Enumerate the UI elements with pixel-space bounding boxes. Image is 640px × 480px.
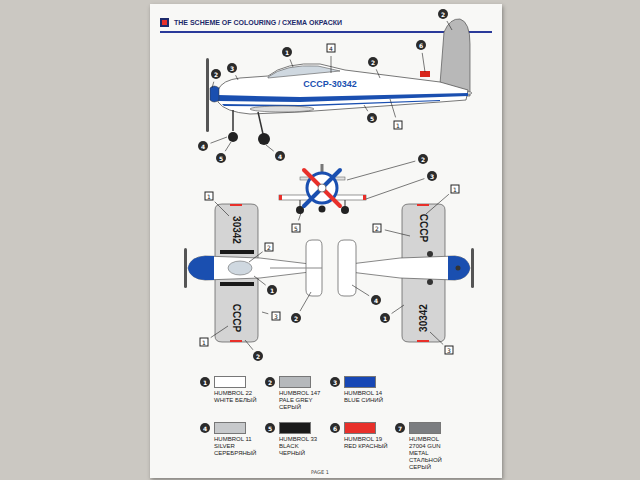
leader-line [385,230,410,236]
paint-swatch [344,422,376,434]
paint-callout: 6 [330,423,340,433]
front-view [279,164,366,214]
leader-line [376,69,380,78]
decal-callout: 2 [265,243,274,252]
leader-line [249,252,263,262]
paint-callout: 3 [427,171,437,181]
leader-line [211,137,228,143]
paint-callout: 4 [371,295,381,305]
leader-line [352,285,369,296]
paint-callout: 2 [438,9,448,19]
decal-callout: 1 [394,121,403,130]
wing-marking: 30342 [231,216,242,244]
legend-text: HUMBROL 14 BLUE СИНИЙ [344,390,390,404]
paint-swatch [409,422,441,434]
leader-line [447,21,452,30]
paint-callout: 2 [265,377,275,387]
leader-line [236,75,238,80]
paint-callout: 3 [227,63,237,73]
paint-swatch [279,422,311,434]
paint-callout: 2 [368,57,378,67]
leader-line [266,145,274,151]
legend-text: HUMBROL 33 BLACK ЧЕРНЫЙ [279,436,325,457]
header-rule [160,31,492,33]
wing-marking: СССР [231,304,242,332]
paint-callout: 1 [282,47,292,57]
side-view [206,19,472,145]
page-number: PAGE 1 [311,469,329,475]
leader-line [366,179,424,199]
paint-callout: 1 [200,377,210,387]
leader-line [212,82,214,88]
leader-line [225,142,231,151]
decal-callout: 5 [292,224,301,233]
paint-swatch [279,376,311,388]
paint-callout: 6 [416,40,426,50]
legend-text: HUMBROL 19 RED КРАСНЫЙ [344,436,390,450]
top-view [184,204,322,342]
legend-text: HUMBROL 22 WHITE БЕЛЫЙ [214,390,260,404]
paint-callout: 1 [267,285,277,295]
paint-swatch [214,422,246,434]
registration-text: СССР-30342 [303,79,357,89]
leader-line [245,340,253,350]
legend-text: HUMBROL 27004 GUN METAL СТАЛЬНОЙ СЕРЫЙ [409,436,455,470]
leader-line [347,161,415,180]
leader-line [262,312,268,314]
paint-callout: 7 [395,423,405,433]
paint-callout: 4 [198,141,208,151]
decal-callout: 1 [200,338,209,347]
decal-callout: 4 [327,44,336,53]
paint-callout: 4 [200,423,210,433]
paint-callout: 5 [265,423,275,433]
decal-callout: 1 [451,185,460,194]
maker-logo [160,18,169,27]
paint-callout: 2 [418,154,428,164]
leader-line [211,326,228,338]
decal-callout: 2 [373,224,382,233]
leader-line [392,305,404,314]
paint-swatch [214,376,246,388]
paint-callout: 2 [291,313,301,323]
legend-text: HUMBROL 11 SILVER СЕРЕБРЯНЫЙ [214,436,260,457]
paint-callout: 5 [216,153,226,163]
paint-callout: 4 [275,151,285,161]
leader-line [331,56,332,73]
leader-line [299,213,302,220]
maker-logo [162,20,167,25]
paint-swatch [344,376,376,388]
paint-callout: 1 [380,313,390,323]
paint-callout: 5 [367,113,377,123]
leader-line [364,105,368,111]
leader-line [426,194,449,214]
paint-callout: 2 [211,69,221,79]
sheet-title: THE SCHEME OF COLOURING / СХЕМА ОКРАСКИ [174,19,342,26]
leader-line [254,276,266,285]
decal-callout: 1 [205,192,214,201]
wing-marking: 30342 [418,304,429,332]
decal-callout: 3 [272,312,281,321]
decal-callout: 3 [445,346,454,355]
leader-line [390,99,396,117]
leader-line [422,53,425,72]
leader-line [430,332,443,345]
leader-line [215,202,229,216]
paint-callout: 2 [253,351,263,361]
leader-line [290,59,293,67]
leader-line [300,292,311,311]
wing-marking: СССР [418,214,429,242]
paint-callout: 3 [330,377,340,387]
legend-text: HUMBROL 147 PALE GREY СЕРЫЙ [279,390,325,411]
bottom-view [338,204,474,342]
